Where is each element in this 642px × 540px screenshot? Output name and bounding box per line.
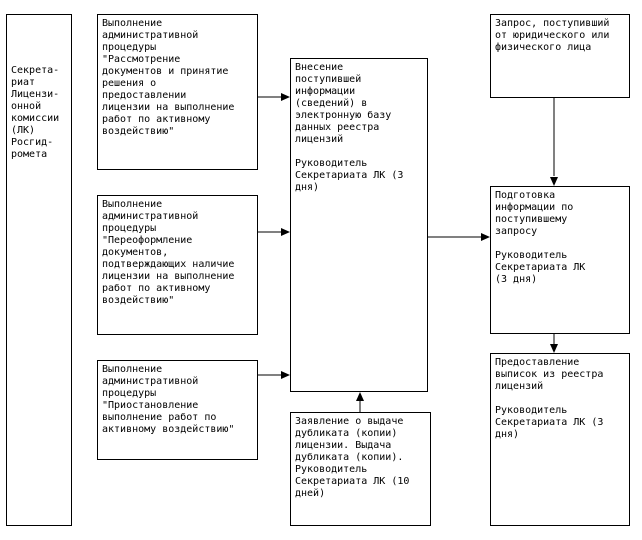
arrowhead-proc2 — [281, 228, 290, 236]
arrowhead-prepare — [550, 344, 558, 353]
arrowhead-proc3 — [281, 371, 290, 379]
secretariat-box: Секрета- риат Лицензи- онной комиссии (Л… — [6, 14, 72, 526]
prepare-information-box: Подготовка информации по поступившему за… — [490, 186, 630, 334]
duplicate-request-box: Заявление о выдаче дубликата (копии) лиц… — [290, 412, 431, 526]
procedure-review-box: Выполнение административной процедуры "Р… — [97, 14, 258, 170]
arrowhead-duplicate — [356, 392, 364, 401]
procedure-suspend-box: Выполнение административной процедуры "П… — [97, 360, 258, 460]
procedure-reissue-box: Выполнение административной процедуры "П… — [97, 195, 258, 335]
registry-entry-box: Внесение поступившей информации (сведени… — [290, 58, 428, 392]
arrowhead-entry — [481, 233, 490, 241]
arrowhead-request — [550, 177, 558, 186]
arrowhead-proc1 — [281, 93, 290, 101]
provide-extracts-box: Предоставление выписок из реестра лиценз… — [490, 353, 630, 526]
incoming-request-box: Запрос, поступивший от юридического или … — [490, 14, 630, 98]
